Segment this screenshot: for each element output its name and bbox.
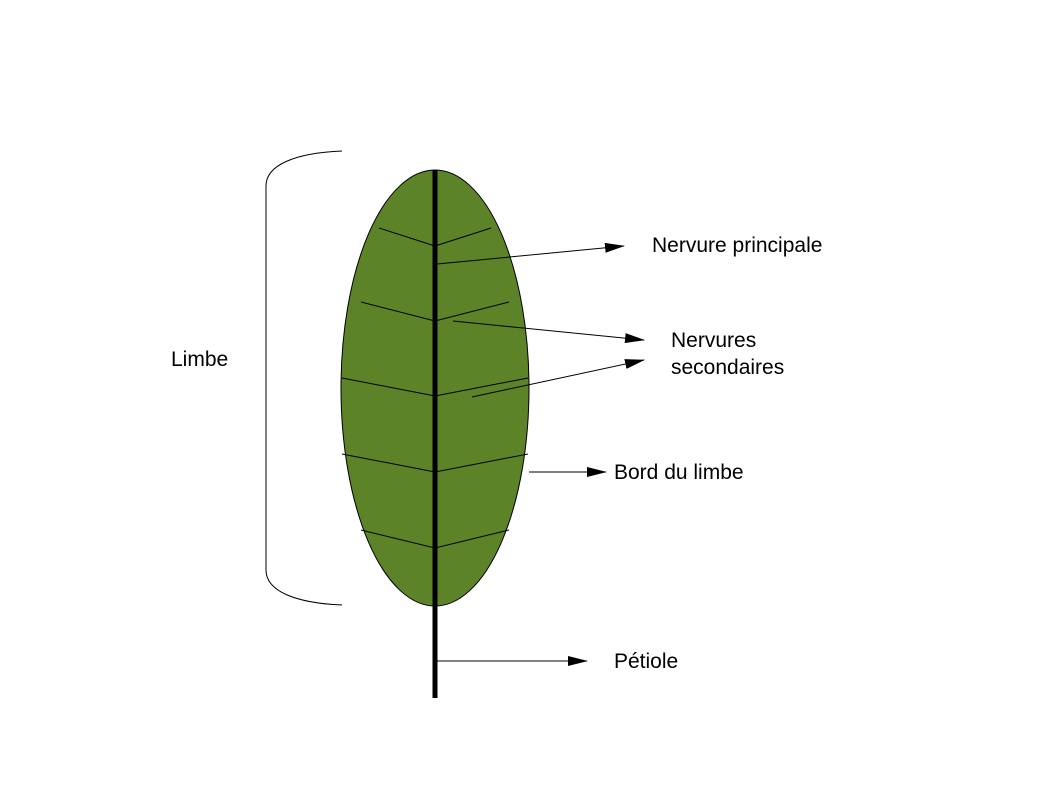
label-nervures-secondaires-line2: secondaires <box>671 356 784 379</box>
arrow-nervure-secondaire-1 <box>452 320 645 344</box>
secondary-vein <box>434 301 510 322</box>
limbe-bracket <box>265 150 343 606</box>
secondary-vein <box>341 453 436 473</box>
label-nervures-secondaires-line1: Nervures <box>671 329 756 352</box>
secondary-vein <box>360 529 436 549</box>
label-nervure-principale: Nervure principale <box>652 234 822 257</box>
arrow-nervure-secondaire-2 <box>471 359 645 398</box>
secondary-vein <box>434 453 529 473</box>
secondary-vein <box>434 529 510 549</box>
secondary-vein <box>434 227 492 247</box>
label-bord-du-limbe: Bord du limbe <box>614 461 744 484</box>
secondary-vein <box>434 377 529 397</box>
secondary-vein <box>378 227 436 247</box>
secondary-vein <box>360 301 436 322</box>
label-limbe: Limbe <box>171 348 228 371</box>
secondary-vein <box>341 377 436 397</box>
secondary-veins <box>341 227 529 549</box>
label-petiole: Pétiole <box>614 650 678 673</box>
pointer-arrows <box>436 242 645 666</box>
arrow-nervure-principale <box>436 242 625 265</box>
